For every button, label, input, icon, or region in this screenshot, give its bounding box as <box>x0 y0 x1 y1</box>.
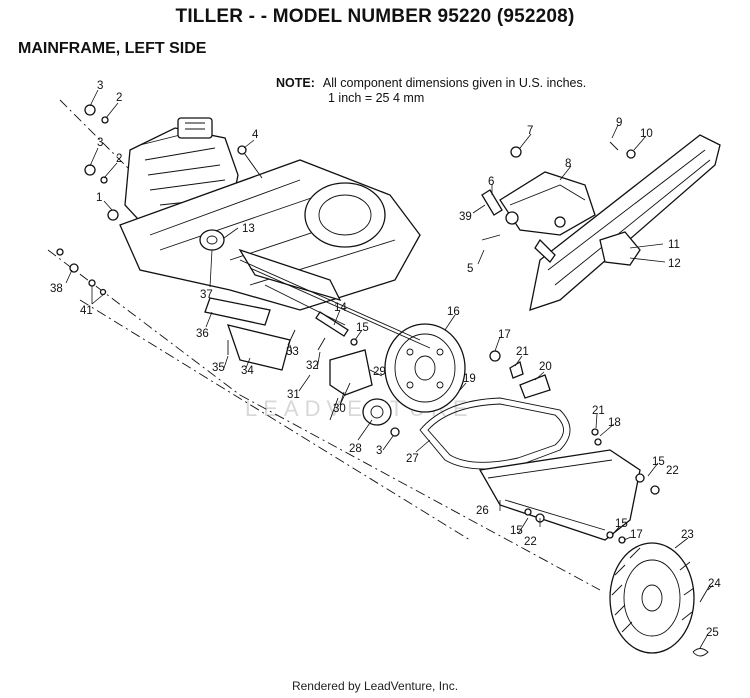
callout-36: 36 <box>196 328 209 340</box>
hardware <box>56 104 660 544</box>
pulley <box>384 323 466 413</box>
diagram-subtitle: MAINFRAME, LEFT SIDE <box>18 40 207 57</box>
footer-credit: Rendered by LeadVenture, Inc. <box>291 679 459 693</box>
engine-pulley-hub <box>206 235 218 245</box>
axle-rods <box>239 259 431 349</box>
callout-8: 8 <box>565 158 571 170</box>
callout-34: 34 <box>241 365 254 377</box>
callout-10: 10 <box>640 128 653 140</box>
callout-21a: 21 <box>516 346 529 358</box>
wheel <box>609 542 695 654</box>
mount-plate <box>204 297 271 326</box>
callout-15d: 15 <box>615 518 628 530</box>
callout-21b: 21 <box>592 405 605 417</box>
callout-17b: 17 <box>630 529 643 541</box>
callout-32: 32 <box>306 360 319 372</box>
callout-17a: 17 <box>498 329 511 341</box>
callout-24: 24 <box>708 578 721 590</box>
tensioner-bracket <box>599 231 641 266</box>
callout-15b: 15 <box>652 456 665 468</box>
callout-6: 6 <box>488 176 494 188</box>
callout-16: 16 <box>447 306 460 318</box>
idler-bracket <box>329 349 373 396</box>
callout-15c: 15 <box>510 525 523 537</box>
bracket <box>499 171 596 236</box>
callout-19: 19 <box>463 373 476 385</box>
hair-clip <box>692 648 709 657</box>
callout-37: 37 <box>200 289 213 301</box>
callout-23: 23 <box>681 529 694 541</box>
callout-38: 38 <box>50 283 63 295</box>
drive-belt-inner <box>427 403 564 463</box>
callout-18: 18 <box>608 417 621 429</box>
callout-39: 39 <box>459 211 472 223</box>
shaft <box>315 311 349 337</box>
engine-pulley <box>199 229 225 251</box>
callout-3a: 3 <box>97 80 103 92</box>
leader-lines <box>65 89 714 649</box>
callout-15a: 15 <box>356 322 369 334</box>
callout-41: 41 <box>80 305 93 317</box>
callout-1: 1 <box>96 192 102 204</box>
callout-14: 14 <box>334 302 347 314</box>
callout-4: 4 <box>252 129 259 141</box>
mainframe <box>119 159 421 311</box>
note-line2: 1 inch = 25 4 mm <box>328 91 425 105</box>
callout-12: 12 <box>668 258 681 270</box>
callout-28: 28 <box>349 443 362 455</box>
callout-2a: 2 <box>116 92 122 104</box>
callout-25: 25 <box>706 627 719 639</box>
callout-2b: 2 <box>116 153 122 165</box>
callout-30: 30 <box>333 403 346 415</box>
callout-3b: 3 <box>97 137 103 149</box>
callout-33: 33 <box>286 346 299 358</box>
diagram-title: TILLER - - MODEL NUMBER 95220 (952208) <box>175 6 575 27</box>
callout-3c: 3 <box>376 445 382 457</box>
wheel-pin <box>699 584 711 603</box>
note-block: NOTE: All component dimensions given in U… <box>276 76 587 105</box>
note-label: NOTE: <box>276 76 315 90</box>
callout-7: 7 <box>527 125 533 137</box>
callout-9: 9 <box>616 117 622 129</box>
callout-35: 35 <box>212 362 225 374</box>
callout-26: 26 <box>476 505 489 517</box>
small-pulley <box>362 398 392 426</box>
callout-29: 29 <box>373 366 386 378</box>
callout-20: 20 <box>539 361 552 373</box>
drive-belt <box>419 397 571 470</box>
callout-22b: 22 <box>524 536 537 548</box>
callout-5: 5 <box>467 263 473 275</box>
callout-13: 13 <box>242 223 255 235</box>
note-line1: All component dimensions given in U.S. i… <box>322 76 587 90</box>
upper-shield <box>529 134 721 311</box>
callout-27: 27 <box>406 453 419 465</box>
callout-22a: 22 <box>666 465 679 477</box>
callout-31: 31 <box>287 389 300 401</box>
support-bracket <box>227 324 291 371</box>
callout-11: 11 <box>668 239 680 251</box>
